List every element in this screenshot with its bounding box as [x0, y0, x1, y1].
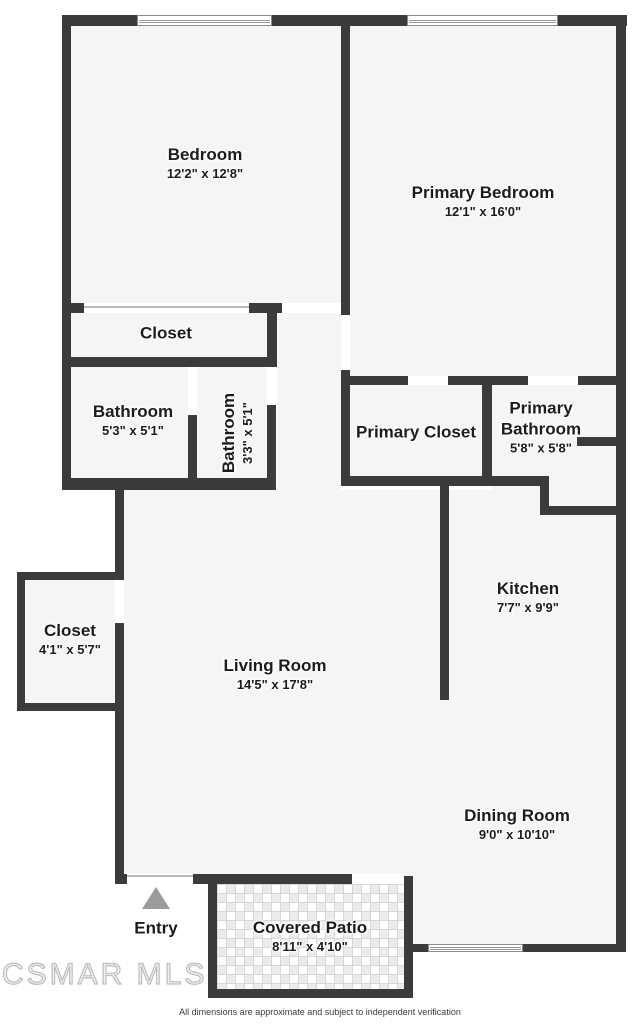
closet-slider-track	[84, 306, 249, 308]
room-label-entry: Entry	[134, 918, 177, 939]
room-dimensions: 12'2" x 12'8"	[166, 166, 244, 181]
bathroom-door-opening	[267, 367, 276, 405]
room-label-primary-bedroom: Primary Bedroom 12'1" x 16'0"	[412, 182, 555, 220]
room-label-primary-closet: Primary Closet	[356, 422, 476, 443]
room-label-covered-patio: Covered Patio 8'11" x 4'10"	[253, 917, 367, 955]
wall	[341, 376, 408, 385]
wall	[267, 405, 276, 482]
room-dimensions: 5'3" x 5'1"	[102, 423, 164, 438]
window	[137, 15, 272, 26]
room-label-kitchen: Kitchen 7'7" x 9'9"	[497, 578, 559, 616]
disclaimer-text: All dimensions are approximate and subje…	[179, 1007, 461, 1017]
wall	[62, 478, 276, 490]
bedroom-closet-floor	[71, 303, 277, 367]
wall	[448, 376, 528, 385]
wall	[540, 477, 549, 515]
entry-threshold	[127, 875, 193, 877]
wall	[208, 989, 413, 998]
room-label-primary-bathroom: Primary Bathroom 5'8" x 5'8"	[480, 398, 602, 457]
wall	[249, 303, 282, 313]
wall	[115, 874, 127, 884]
room-dimensions: 3'3" x 5'1"	[240, 402, 255, 464]
window	[407, 15, 558, 26]
entry-arrow-icon	[142, 887, 170, 909]
wall	[188, 415, 197, 490]
room-name: Kitchen	[496, 579, 560, 598]
wall	[616, 15, 626, 952]
room-name: Covered Patio	[252, 918, 368, 937]
living-room-floor	[124, 490, 449, 874]
bathrooms-floor	[71, 357, 276, 490]
wall	[578, 376, 626, 385]
primary-bathroom-door-opening	[528, 376, 578, 385]
wall	[115, 623, 124, 884]
room-dimensions: 12'1" x 16'0"	[444, 204, 522, 219]
room-name: Primary Closet	[356, 422, 476, 442]
wall	[404, 876, 413, 998]
room-dimensions: 14'5" x 17'8"	[236, 677, 314, 692]
entry-closet-floor	[25, 580, 115, 703]
primary-closet-floor	[349, 376, 492, 486]
wall	[17, 572, 25, 711]
bedroom-floor	[71, 26, 341, 313]
room-name: Primary Bathroom	[500, 398, 582, 439]
bathroom-divider-door-opening	[188, 367, 197, 415]
primary-bedroom-door-opening	[341, 315, 350, 370]
room-name: Bedroom	[167, 145, 243, 164]
closet-slider-opening	[84, 303, 249, 313]
hallway-floor	[277, 303, 341, 490]
room-name: Living Room	[223, 656, 327, 675]
room-dimensions: 8'11" x 4'10"	[272, 939, 348, 954]
room-name: Bathroom	[92, 402, 174, 421]
bedroom-door-opening	[282, 303, 341, 313]
wall	[440, 485, 449, 700]
room-label-bedroom: Bedroom 12'2" x 12'8"	[167, 144, 243, 182]
wall	[341, 476, 549, 486]
entry-door-opening	[127, 874, 193, 884]
patio-tile-floor	[217, 884, 404, 989]
room-name: Closet	[44, 621, 96, 640]
kitchen-dining-floor	[404, 490, 616, 944]
wall	[17, 703, 124, 711]
entry-closet-door-opening	[115, 580, 124, 623]
room-label-dining-room: Dining Room 9'0" x 10'10"	[464, 805, 570, 843]
wall	[577, 437, 626, 446]
wall	[482, 385, 492, 486]
wall	[115, 478, 124, 580]
room-dimensions: 4'1" x 5'7"	[39, 642, 101, 657]
room-dimensions: 5'8" x 5'8"	[510, 440, 572, 456]
room-label-entry-closet: Closet 4'1" x 5'7"	[39, 620, 101, 658]
room-label-living-room: Living Room 14'5" x 17'8"	[224, 655, 327, 693]
primary-closet-door-opening	[408, 376, 448, 385]
wall	[208, 883, 217, 998]
wall	[341, 15, 350, 315]
room-label-bathroom-2: Bathroom 3'3" x 5'1"	[218, 393, 256, 473]
room-name: Bathroom	[219, 392, 238, 474]
room-dimensions: 7'7" x 9'9"	[497, 600, 559, 615]
room-dimensions: 9'0" x 10'10"	[478, 827, 556, 842]
wall	[341, 370, 350, 485]
wall	[549, 506, 626, 515]
wall	[62, 303, 84, 313]
room-name: Entry	[134, 918, 178, 938]
window	[428, 944, 523, 952]
wall	[17, 572, 124, 580]
wall	[267, 313, 277, 357]
room-name: Primary Bedroom	[411, 183, 555, 202]
mls-watermark: CSMAR MLS	[1, 957, 208, 991]
wall	[62, 15, 71, 490]
wall	[193, 874, 352, 884]
primary-bedroom-floor	[349, 26, 616, 385]
room-name: Closet	[140, 323, 192, 343]
room-label-bathroom-1: Bathroom 5'3" x 5'1"	[93, 401, 173, 439]
room-label-bedroom-closet: Closet	[140, 323, 192, 344]
room-name: Dining Room	[464, 806, 570, 825]
wall	[62, 357, 277, 367]
